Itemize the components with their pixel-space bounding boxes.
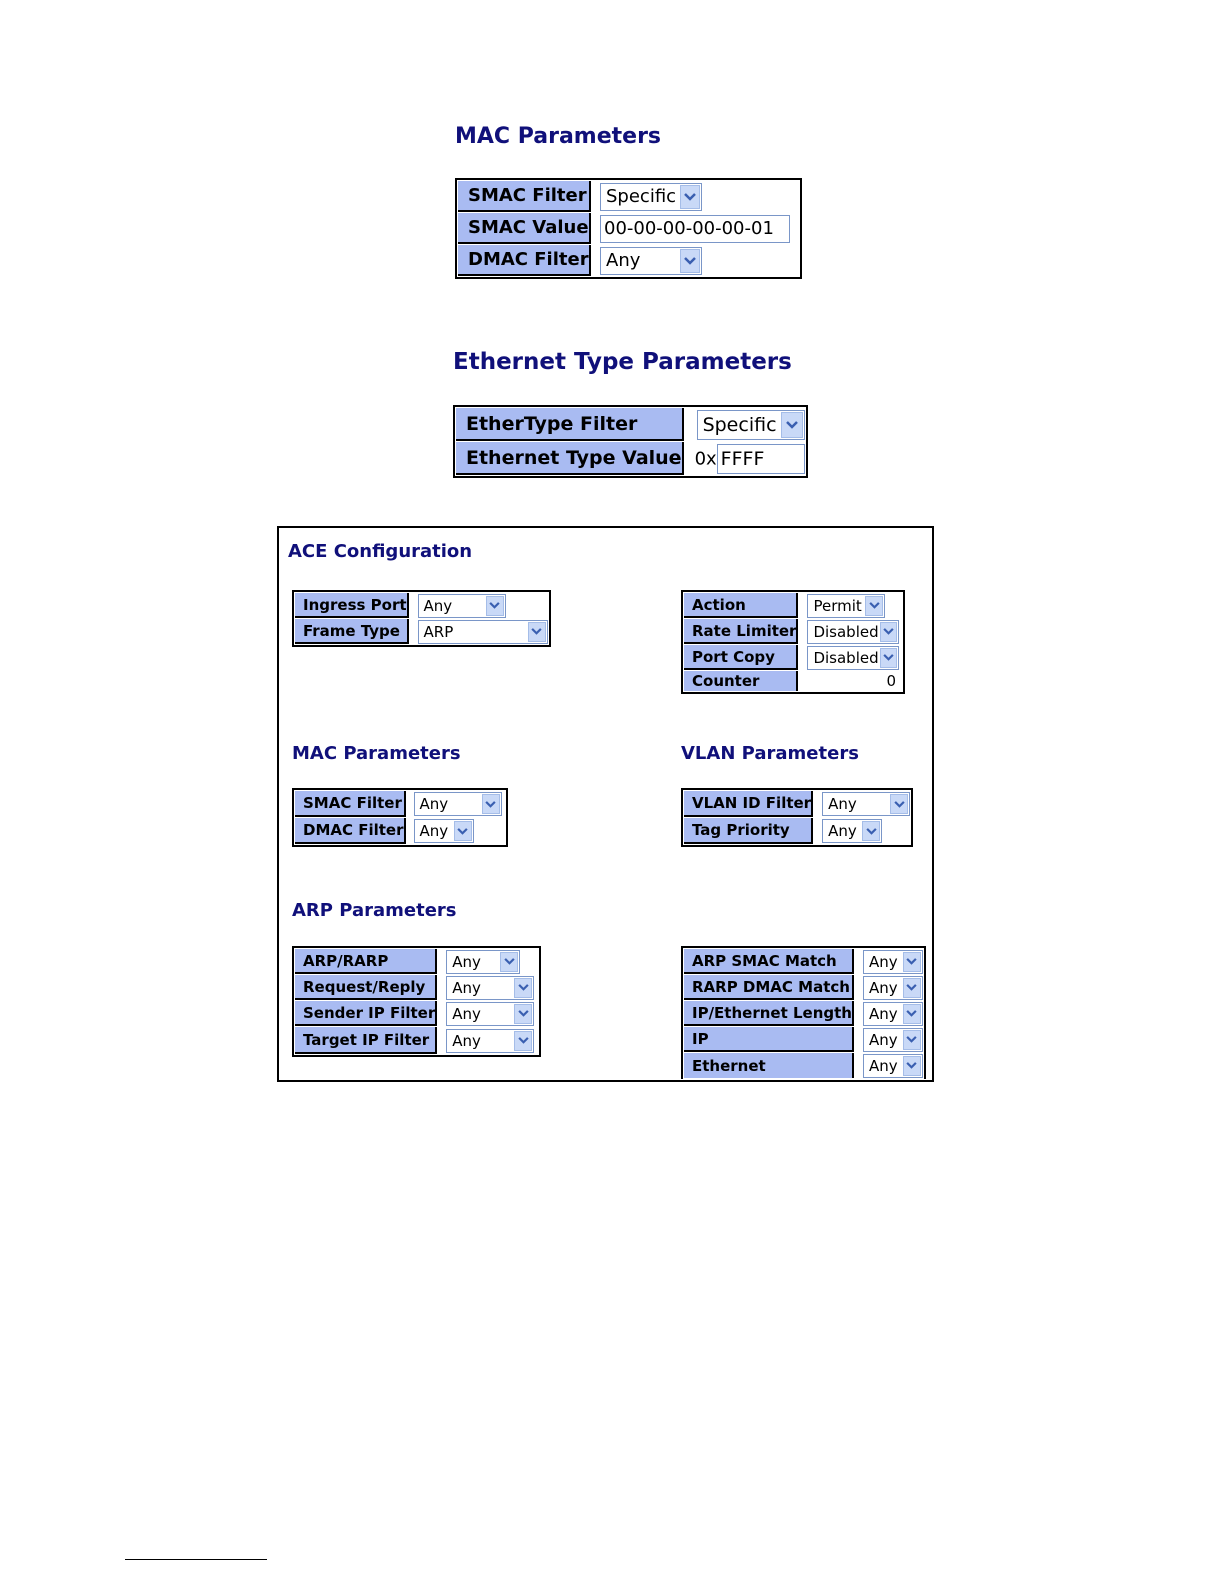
mac-parameters-title: MAC Parameters [455,124,662,149]
smac-filter-select[interactable]: Specific [600,182,702,211]
target-ip-filter-select[interactable]: Any [446,1028,535,1053]
ethernet-label: Ethernet [684,1053,854,1078]
ingress-port-select[interactable]: Any [417,593,506,618]
chevron-down-icon [453,821,472,841]
chevron-down-icon [680,248,700,273]
ace-general-table: Ingress Port Any Frame Type ARP [292,590,551,647]
ethertype-filter-label: EtherType Filter [456,408,684,441]
ace-smac-filter-label: SMAC Filter [295,791,406,817]
chevron-down-icon [500,951,519,972]
rarp-dmac-match-select[interactable]: Any [862,975,923,1000]
sender-ip-filter-select[interactable]: Any [446,1001,535,1026]
arp-parameters-right-table: ARP SMAC Match Any RARP DMAC Match Any [681,946,926,1079]
ethernet-type-parameters-title: Ethernet Type Parameters [453,349,792,375]
tag-priority-label: Tag Priority [684,818,814,844]
chevron-down-icon [865,595,884,616]
ace-smac-filter-select[interactable]: Any [413,792,502,816]
chevron-down-icon [862,821,881,841]
footnote-separator [125,1559,267,1560]
chevron-down-icon [514,1030,533,1051]
frame-type-select[interactable]: ARP [417,619,548,644]
ip-ethernet-length-label: IP/Ethernet Length [684,1001,854,1026]
arp-smac-match-label: ARP SMAC Match [684,949,854,974]
vlan-parameters-table: VLAN ID Filter Any Tag Priority Any [681,788,914,847]
ethernet-type-value-input[interactable]: FFFF [716,443,805,474]
vlan-id-filter-label: VLAN ID Filter [684,791,814,817]
ethertype-filter-select[interactable]: Specific [696,409,805,440]
target-ip-filter-label: Target IP Filter [295,1027,438,1054]
tag-priority-select[interactable]: Any [822,819,883,843]
dmac-filter-select[interactable]: Any [600,246,702,275]
ethernet-type-value-label: Ethernet Type Value [456,442,684,475]
arp-parameters-left-table: ARP/RARP Any Request/Reply Any [292,946,541,1057]
chevron-down-icon [514,1003,533,1024]
request-reply-label: Request/Reply [295,975,438,1000]
chevron-down-icon [780,411,803,438]
chevron-down-icon [902,951,921,972]
request-reply-select[interactable]: Any [446,975,535,1000]
ace-configuration-panel: ACE Configuration Ingress Port Any Frame… [277,526,934,1082]
chevron-down-icon [902,1055,921,1076]
ace-action-table: Action Permit Rate Limiter Disabled [681,590,905,694]
port-copy-label: Port Copy [684,645,799,670]
smac-filter-label: SMAC Filter [458,181,591,212]
action-select[interactable]: Permit [807,593,886,618]
counter-value: 0 [886,672,896,690]
smac-value-input[interactable]: 00-00-00-00-00-01 [600,214,790,243]
chevron-down-icon [680,184,700,209]
ace-configuration-title: ACE Configuration [288,541,473,562]
chevron-down-icon [902,977,921,998]
counter-label: Counter [684,671,799,691]
chevron-down-icon [527,621,546,642]
ace-mac-parameters-title: MAC Parameters [292,743,461,764]
ip-ethernet-length-select[interactable]: Any [862,1001,923,1026]
arp-smac-match-select[interactable]: Any [862,949,923,974]
rate-limiter-label: Rate Limiter [684,619,799,644]
chevron-down-icon [485,595,504,616]
ace-dmac-filter-select[interactable]: Any [413,819,474,843]
ace-dmac-filter-label: DMAC Filter [295,818,406,844]
chevron-down-icon [890,794,909,814]
smac-value-label: SMAC Value [458,213,591,244]
chevron-down-icon [879,621,898,642]
chevron-down-icon [902,1003,921,1024]
ingress-port-label: Ingress Port [295,593,409,618]
arp-rarp-label: ARP/RARP [295,949,438,974]
arp-rarp-select[interactable]: Any [446,949,521,974]
chevron-down-icon [481,794,500,814]
rate-limiter-select[interactable]: Disabled [807,619,900,644]
port-copy-select[interactable]: Disabled [807,645,900,670]
frame-type-label: Frame Type [295,619,409,644]
arp-parameters-title: ARP Parameters [292,900,457,921]
mac-parameters-table: SMAC Filter Specific SMAC Value 00-00-00… [455,178,802,279]
rarp-dmac-match-label: RARP DMAC Match [684,975,854,1000]
vlan-id-filter-select[interactable]: Any [822,792,911,816]
sender-ip-filter-label: Sender IP Filter [295,1001,438,1026]
ethernet-type-parameters-table: EtherType Filter Specific Ethernet Type … [453,405,808,478]
ip-label: IP [684,1027,854,1052]
chevron-down-icon [514,977,533,998]
ace-mac-parameters-table: SMAC Filter Any DMAC Filter Any [292,788,508,847]
hex-prefix: 0x [694,448,717,469]
chevron-down-icon [902,1029,921,1050]
vlan-parameters-title: VLAN Parameters [681,743,859,764]
ethernet-select[interactable]: Any [862,1053,923,1078]
ip-select[interactable]: Any [862,1027,923,1052]
action-label: Action [684,593,799,618]
chevron-down-icon [879,647,898,668]
dmac-filter-label: DMAC Filter [458,245,591,276]
